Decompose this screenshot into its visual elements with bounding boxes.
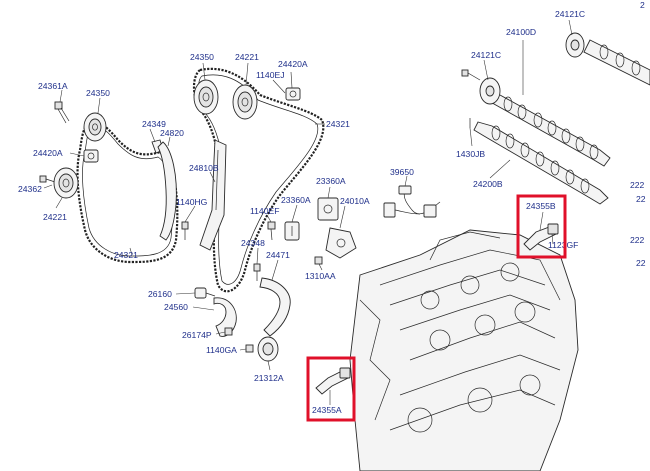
label-edge-5: 22 xyxy=(636,258,646,268)
label-24355a: 24355A xyxy=(312,405,342,415)
label-24321-left: 24321 xyxy=(114,250,138,260)
chain-guide-24810b xyxy=(199,139,227,251)
label-24355b: 24355B xyxy=(526,201,556,211)
bolt-24348 xyxy=(253,263,261,281)
bracket-23360a xyxy=(284,221,300,241)
tensioner-24420a-left xyxy=(83,149,99,163)
label-39650: 39650 xyxy=(390,167,414,177)
sprocket-24350-top xyxy=(193,79,219,115)
crank-sprocket-21312a xyxy=(257,336,279,362)
label-24221-top: 24221 xyxy=(235,52,259,62)
ocv-valve-24355a xyxy=(315,367,351,395)
label-24810b: 24810B xyxy=(189,163,219,173)
label-24362: 24362 xyxy=(18,184,42,194)
chain-guide-24820 xyxy=(157,141,177,241)
label-24200b: 24200B xyxy=(473,179,503,189)
label-edge-2: 222 xyxy=(630,180,645,190)
label-24560: 24560 xyxy=(164,302,188,312)
label-edge-1: 2 xyxy=(640,0,645,10)
label-24361a: 24361A xyxy=(38,81,68,91)
sprocket-24221-left xyxy=(53,167,79,199)
sensor-23360a xyxy=(317,197,339,221)
tensioner-24420a-top xyxy=(285,87,301,101)
label-1123gf: 1123GF xyxy=(548,240,578,250)
label-1140ej: 1140EJ xyxy=(256,70,285,80)
camshaft-24200b xyxy=(473,121,609,205)
label-24121c-top: 24121C xyxy=(555,9,585,19)
label-1140ef: 1140EF xyxy=(250,206,279,216)
label-1140ga: 1140GA xyxy=(206,345,237,355)
engine-block xyxy=(349,229,579,471)
label-1140hg: 1140HG xyxy=(176,197,208,207)
bolt-1140ef xyxy=(267,221,276,241)
label-edge-3: 222 xyxy=(630,235,645,245)
label-23360a: 23360A xyxy=(281,195,311,205)
label-23360a-top: 23360A xyxy=(316,176,346,186)
label-1430jb: 1430JB xyxy=(456,149,485,159)
sprocket-24221-top xyxy=(232,84,258,120)
bolt-1140hg xyxy=(181,221,189,240)
label-1310aa: 1310AA xyxy=(305,271,336,281)
label-24121c: 24121C xyxy=(471,50,501,60)
label-24350-left: 24350 xyxy=(86,88,110,98)
gear-24121c xyxy=(479,77,501,105)
label-24420a-top: 24420A xyxy=(278,59,308,69)
leader-lines xyxy=(43,19,573,405)
left-timing-chain xyxy=(76,120,179,264)
highlight-box-24355b xyxy=(516,194,567,259)
sprocket-24350-left xyxy=(83,112,107,142)
bolt-24121c xyxy=(461,69,481,81)
camshaft-24100d xyxy=(483,89,611,167)
ocv-valve-24355b xyxy=(523,223,559,251)
part-26160 xyxy=(194,287,216,299)
label-24348: 24348 xyxy=(241,238,265,248)
label-24820: 24820 xyxy=(160,128,184,138)
harness-39650 xyxy=(383,185,441,218)
bolt-26174p xyxy=(224,327,233,336)
label-26160: 26160 xyxy=(148,289,172,299)
bracket-24010a xyxy=(325,227,357,259)
bolt-1310aa xyxy=(314,256,323,265)
label-24010a: 24010A xyxy=(340,196,370,206)
gear-24121c-top xyxy=(565,32,585,58)
label-24471: 24471 xyxy=(266,250,290,260)
label-edge-4: 22 xyxy=(636,194,646,204)
part-labels: 24121C 24100D 24121C 24361A 24350 24221 … xyxy=(18,0,646,415)
camshaft-24121c-top-shaft xyxy=(583,39,650,86)
label-26174p: 26174P xyxy=(182,330,212,340)
label-24420a-left: 24420A xyxy=(33,148,63,158)
label-24349: 24349 xyxy=(142,119,166,129)
label-21312a: 21312A xyxy=(254,373,284,383)
highlight-box-24355a xyxy=(306,356,356,422)
label-24221-left: 24221 xyxy=(43,212,67,222)
right-timing-chain xyxy=(192,67,325,293)
chain-guide-24471 xyxy=(259,277,291,337)
label-24350-top: 24350 xyxy=(190,52,214,62)
part-24560 xyxy=(213,297,237,337)
label-24321-top: 24321 xyxy=(326,119,350,129)
label-24100d: 24100D xyxy=(506,27,536,37)
bolt-24361a xyxy=(54,101,70,124)
bolt-1140ga xyxy=(245,344,254,353)
